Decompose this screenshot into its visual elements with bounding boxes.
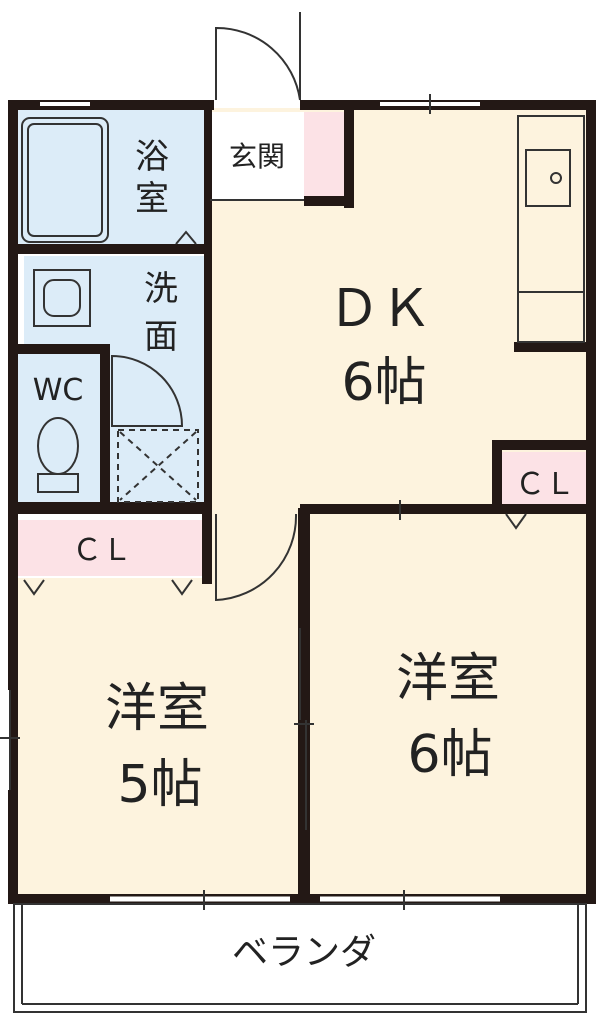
washer-pan-diag1: [119, 431, 197, 501]
bath-floor: [16, 108, 206, 248]
wall-closet-right-top: [492, 440, 596, 450]
wall-mid-horizontal-left: [8, 502, 212, 514]
wall-right: [586, 100, 596, 900]
hall-floor: [210, 508, 302, 580]
entrance-label: 玄関: [229, 140, 285, 173]
closet-right-label: ＣＬ: [515, 467, 575, 502]
wall-closet-right-left: [492, 440, 502, 514]
dk-label-line1: ＤＫ: [328, 279, 432, 339]
toilet-tank: [37, 473, 79, 493]
wall-bath-bottom: [16, 244, 212, 254]
wall-wc-right: [100, 344, 110, 504]
closet-left-label: ＣＬ: [72, 533, 132, 568]
kitchen-sink-icon: [517, 115, 585, 343]
closet-right-floor: [500, 452, 588, 508]
wall-left: [8, 100, 18, 900]
washbasin-icon: [33, 269, 91, 327]
entrance-door-swing: [215, 26, 301, 101]
hall-door-swing: [215, 513, 298, 602]
wall-wc-top: [16, 344, 110, 354]
western-right-label-line1: 洋室: [396, 649, 500, 709]
bath-label-line2: 室: [135, 179, 169, 219]
closet-right-door-mark: [505, 513, 527, 530]
washbasin-bowl: [43, 279, 81, 317]
closet-left-door-mark-2: [171, 579, 193, 596]
western-right-label-line2: 6帖: [407, 725, 492, 785]
kitchen-sink-basin: [525, 149, 571, 207]
bath-label-line1: 浴: [135, 137, 169, 177]
washroom-label-line1: 洗: [144, 269, 178, 309]
balcony-label: ベランダ: [232, 932, 376, 973]
washer-pan-diag2: [119, 431, 197, 501]
bathtub-inner: [27, 123, 103, 237]
wall-mid-horizontal-right: [300, 504, 596, 514]
kitchen-faucet: [550, 172, 562, 184]
washing-machine-pan-icon: [117, 429, 199, 503]
western-left-floor: [16, 578, 299, 896]
washroom-door-swing: [111, 354, 184, 427]
wall-entrance-right: [344, 108, 354, 208]
wc-floor: [16, 352, 102, 502]
wall-top-left: [8, 100, 214, 110]
dk-label-line2: 6帖: [341, 353, 426, 413]
closet-left-door-mark-1: [23, 579, 45, 596]
bathtub-icon: [21, 117, 109, 243]
entrance-floor: [210, 112, 304, 200]
fixtures: [0, 12, 587, 1013]
bath-door-mark: [175, 230, 197, 245]
wall-bath-right: [204, 100, 212, 510]
western-left-label-line2: 5帖: [117, 755, 202, 815]
wall-kitchen-bottom: [514, 342, 596, 352]
labels: 浴 室 玄関 ＤＫ 6帖 洗 面 WC ＣＬ ＣＬ 洋室 5帖 洋室 6帖 ベラ…: [33, 137, 575, 973]
western-right-floor: [308, 512, 588, 896]
western-left-label-line1: 洋室: [105, 679, 209, 739]
wall-bottom: [8, 894, 596, 904]
closet-left-floor: [16, 520, 202, 576]
shoe-closet-floor: [304, 112, 344, 196]
wall-entrance-bottom: [304, 196, 354, 206]
wc-label: WC: [33, 373, 84, 408]
balcony-outline: [13, 903, 587, 1013]
wall-closet-left-right: [202, 510, 212, 584]
washroom-label-line2: 面: [144, 317, 178, 357]
